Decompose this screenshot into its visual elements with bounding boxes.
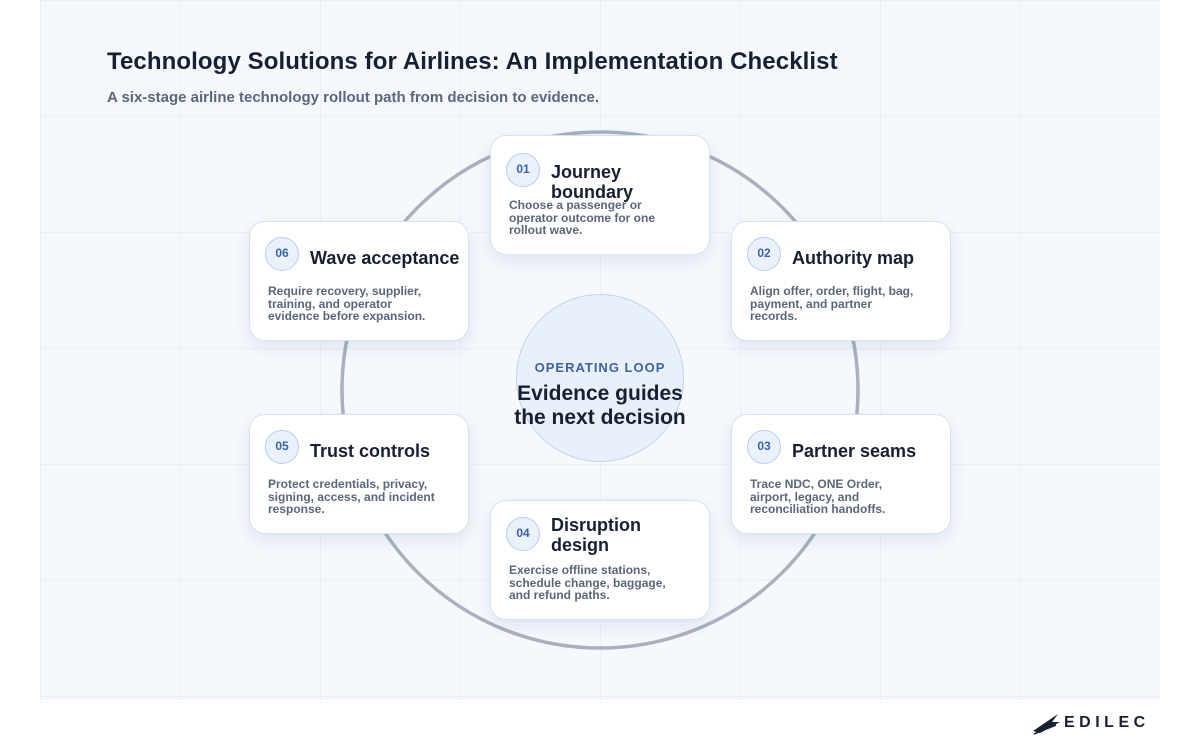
- stage-description: Align offer, order, flight, bag, payment…: [750, 284, 914, 323]
- stage-title: Disruption design: [551, 515, 641, 555]
- stage-card-02: 02 Authority map Align offer, order, fli…: [731, 221, 951, 341]
- stage-title: Wave acceptance: [310, 248, 460, 268]
- center-circle: OPERATING LOOP: [516, 294, 684, 462]
- stage-title: Journey boundary: [551, 162, 634, 202]
- stage-number-badge: 02: [747, 237, 781, 271]
- stage-description: Trace NDC, ONE Order, airport, legacy, a…: [750, 477, 886, 516]
- stage-description: Protect credentials, privacy, signing, a…: [268, 477, 435, 516]
- stage-number-badge: 06: [265, 237, 299, 271]
- brand-logo-icon: [1033, 714, 1060, 735]
- stage-number-badge: 05: [265, 430, 299, 464]
- stage-card-01: 01 Journey boundary Choose a passenger o…: [490, 135, 710, 255]
- stage-card-05: 05 Trust controls Protect credentials, p…: [249, 414, 469, 534]
- stage-card-04: 04 Disruption design Exercise offline st…: [490, 500, 710, 620]
- brand-logo-text: EDILEC: [1064, 714, 1150, 731]
- stage-card-06: 06 Wave acceptance Require recovery, sup…: [249, 221, 469, 341]
- page-subtitle: A six-stage airline technology rollout p…: [107, 89, 600, 106]
- stage-number-badge: 03: [747, 430, 781, 464]
- stage-description: Choose a passenger or operator outcome f…: [509, 198, 656, 237]
- stage-card-03: 03 Partner seams Trace NDC, ONE Order, a…: [731, 414, 951, 534]
- stage-description: Exercise offline stations, schedule chan…: [509, 563, 666, 602]
- stage-title: Partner seams: [792, 441, 917, 461]
- stage-number-badge: 01: [506, 153, 540, 187]
- center-text: Evidence guides the next decision: [514, 382, 686, 429]
- stage-description: Require recovery, supplier, training, an…: [268, 284, 426, 323]
- center-kicker: OPERATING LOOP: [534, 360, 666, 375]
- page-title: Technology Solutions for Airlines: An Im…: [107, 48, 838, 75]
- stage-title: Trust controls: [310, 441, 431, 461]
- stage-title: Authority map: [792, 248, 915, 268]
- stage-number-badge: 04: [506, 517, 540, 551]
